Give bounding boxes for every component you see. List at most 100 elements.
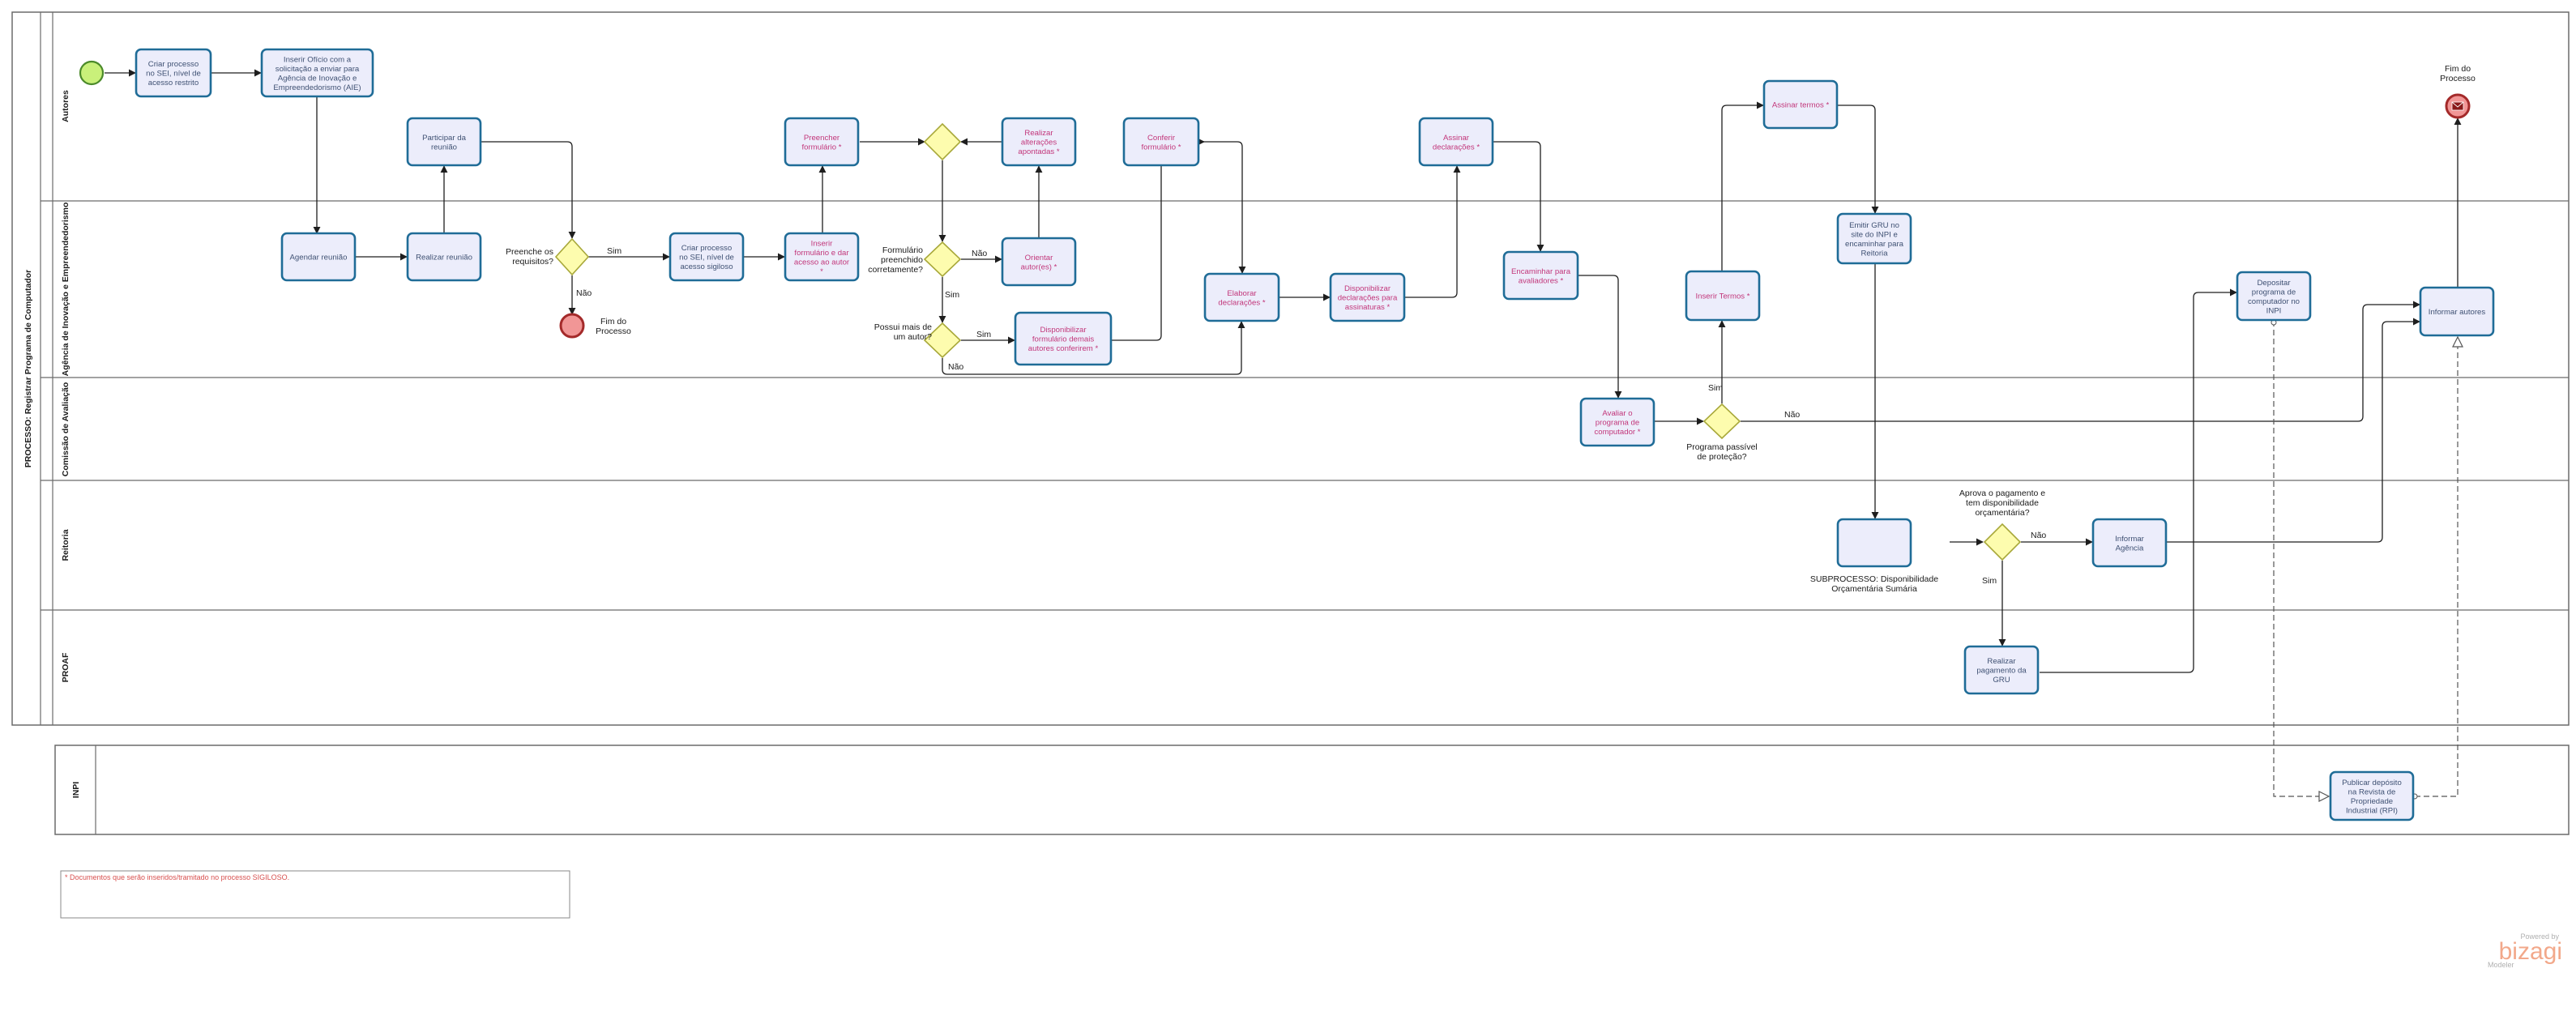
task-t5[interactable]: Realizar reunião: [406, 232, 482, 282]
task-label-line: Disponibilizar: [1344, 284, 1391, 293]
task-label-line: Realizar: [1024, 129, 1053, 138]
task-box[interactable]: [784, 117, 860, 167]
start-event[interactable]: [79, 60, 105, 86]
task-label-line: computador *: [1594, 428, 1640, 437]
task-label-line: Reitoria: [1860, 249, 1888, 258]
task-box[interactable]: [406, 117, 482, 167]
task-label-line: autores conferirem *: [1028, 344, 1099, 353]
task-label-line: autor(es) *: [1021, 262, 1057, 271]
gateway-label: Formulário: [882, 245, 923, 255]
task-box[interactable]: [1685, 270, 1761, 322]
task-box[interactable]: [280, 232, 357, 282]
task-label-line: formulário *: [801, 143, 841, 151]
task-box[interactable]: [2236, 271, 2312, 322]
task-box[interactable]: [2091, 518, 2168, 568]
gateway-label: Aprova o pagamento e: [1959, 489, 2045, 498]
gateway-aprova-pagamento[interactable]: [1983, 523, 2022, 561]
main-pool: [11, 11, 2570, 726]
flow: [942, 321, 1245, 375]
task-box[interactable]: [1762, 79, 1839, 130]
task-box[interactable]: [2329, 770, 2415, 821]
task-box[interactable]: [1502, 250, 1579, 301]
task-label-line: Agência de Inovação e: [278, 74, 357, 83]
end-event-1[interactable]: [559, 313, 585, 339]
flow-label-nao: Não: [576, 288, 592, 298]
task-label-line: Publicar depósito: [2342, 779, 2402, 787]
task-box[interactable]: [2419, 286, 2495, 337]
gateway-label: um autor?: [894, 332, 932, 342]
process-title: PROCESSO: Registrar Programa de Computad…: [23, 270, 33, 467]
task-box[interactable]: [1203, 272, 1280, 322]
gateway-label: corretamente?: [868, 265, 923, 275]
task-box[interactable]: [1122, 117, 1200, 167]
flow-label-nao: Não: [1784, 410, 1800, 420]
task-t19[interactable]: Assinar termos *: [1762, 79, 1839, 130]
task-box[interactable]: [1579, 397, 1655, 447]
brand-powered: Powered by: [2520, 932, 2559, 941]
task-box[interactable]: [1836, 212, 1912, 265]
task-box[interactable]: [669, 232, 745, 282]
task-t21[interactable]: [1836, 518, 1912, 568]
task-label-line: Conferir: [1147, 134, 1176, 143]
task-box[interactable]: [1329, 272, 1406, 322]
task-box[interactable]: [1001, 237, 1077, 287]
task-box[interactable]: [260, 48, 374, 98]
task-label-line: Criar processo: [681, 244, 732, 253]
task-label-line: na Revista de: [2348, 787, 2396, 796]
task-box[interactable]: [1014, 311, 1113, 366]
gateway-passivel-protecao[interactable]: [1702, 403, 1741, 440]
task-t18[interactable]: Inserir Termos *: [1685, 270, 1761, 322]
gateway-merge[interactable]: [923, 122, 962, 161]
flow: [1199, 141, 1246, 274]
task-label-line: Encaminhar para: [1511, 267, 1571, 276]
task-box[interactable]: [406, 232, 482, 282]
flow: [1741, 301, 2420, 422]
task-box[interactable]: [1836, 518, 1912, 568]
task-label-line: Agência: [2116, 544, 2144, 553]
task-label-line: Propriedade: [2351, 797, 2393, 806]
task-label-line: acesso ao autor: [794, 258, 850, 267]
task-t4[interactable]: Agendar reunião: [280, 232, 357, 282]
task-box[interactable]: [784, 232, 860, 282]
flow: [1405, 165, 1461, 298]
subprocess-label: Orçamentária Sumária: [1831, 584, 1917, 594]
task-t25[interactable]: Informar autores: [2419, 286, 2495, 337]
task-box[interactable]: [135, 48, 212, 98]
task-label-line: Assinar termos *: [1772, 101, 1830, 110]
end-event-label: Fim do: [600, 317, 626, 326]
task-label-line: Agendar reunião: [290, 254, 348, 262]
gateway-mais-autores[interactable]: [923, 322, 962, 359]
task-box[interactable]: [1001, 117, 1077, 167]
gateway-label: preenchido: [881, 255, 923, 265]
inpi-pool-label: INPI: [71, 782, 81, 799]
end-event-label: Fim do: [2445, 64, 2471, 74]
task-box[interactable]: [1418, 117, 1494, 167]
gateway-requisitos[interactable]: [554, 237, 590, 276]
task-label-line: avaliadores *: [1519, 276, 1564, 285]
gateway-formulario-correto[interactable]: [923, 241, 962, 278]
sequence-flows: [105, 69, 2462, 673]
gateway-label: orçamentária?: [1975, 508, 2029, 518]
task-box[interactable]: [1963, 645, 2040, 695]
